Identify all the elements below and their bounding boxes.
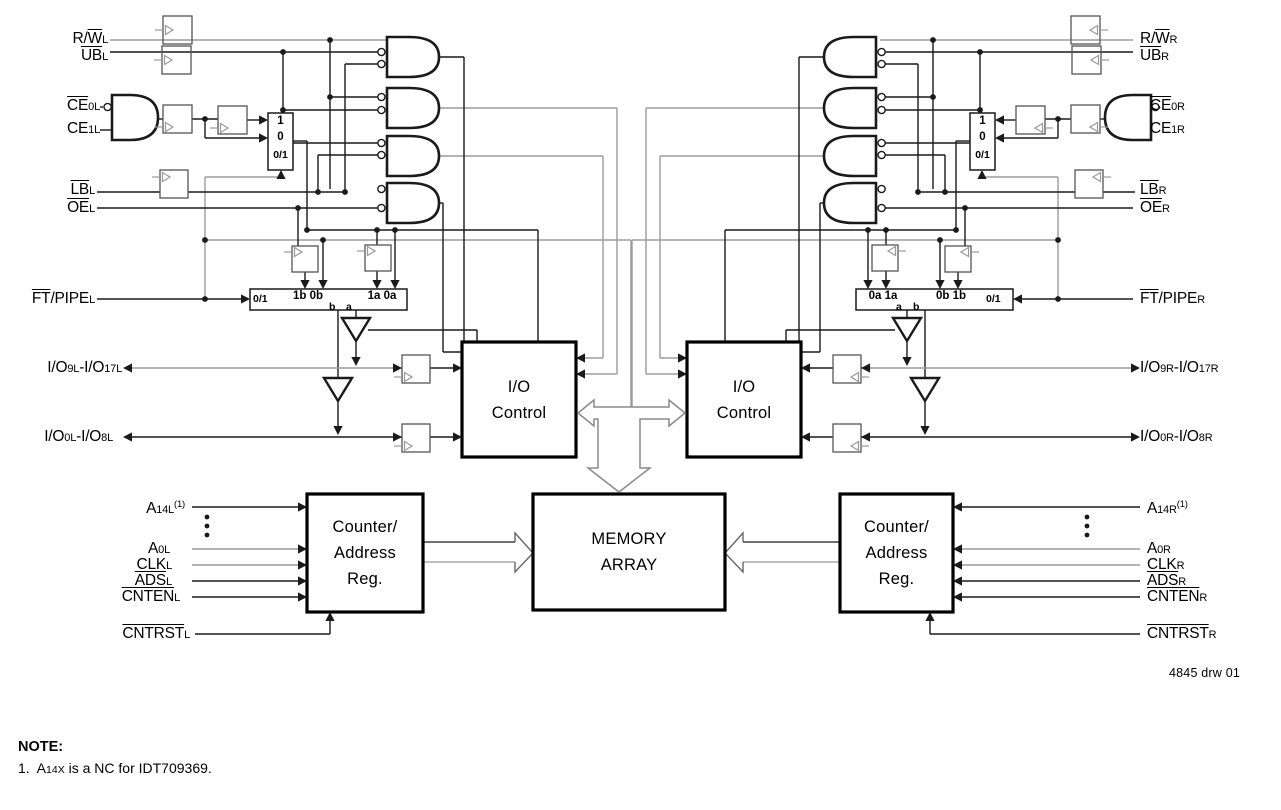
pin-a0-left: A0L xyxy=(148,540,170,557)
wire-layer xyxy=(97,39,1160,635)
pipe-mux-right-grp-b: 0b 1b xyxy=(935,290,967,302)
arrowhead-layer xyxy=(123,115,1140,621)
pipe-mux-left-grp-b: 1b 0b xyxy=(292,290,324,302)
pin-clk-right: CLKR xyxy=(1147,556,1185,573)
pin-clk-left: CLKL xyxy=(136,556,173,573)
pin-ftpipe-right: FT/PIPER xyxy=(1140,290,1205,307)
pin-ub-right: UBR xyxy=(1140,47,1169,64)
pin-io9-17-right: I/O9R-I/O17R xyxy=(1140,359,1219,376)
pin-ce0-left: CE0L xyxy=(67,97,100,114)
pin-a0-right: A0R xyxy=(1147,540,1171,557)
ce-mux-right-sel: 0/1 xyxy=(975,149,990,161)
pin-lb-left: LBL xyxy=(70,181,96,198)
pin-lb-right: LBR xyxy=(1140,181,1167,198)
pin-oe-right: OER xyxy=(1140,199,1170,216)
gate-and-register-layer xyxy=(103,15,1160,453)
pin-ads-right: ADSR xyxy=(1147,572,1187,589)
drawing-number: 4845 drw 01 xyxy=(1169,666,1240,680)
pin-cntrst-right: CNTRSTR xyxy=(1147,625,1217,642)
pipe-mux-left-tap-b: b xyxy=(329,301,336,313)
pin-ads-left: ADSL xyxy=(134,572,172,589)
ce-mux-left-sel: 0/1 xyxy=(273,149,288,161)
ce-mux-right-0: 0 xyxy=(979,131,986,143)
pipe-mux-right-tap-a: a xyxy=(896,301,902,313)
block-layer xyxy=(305,340,955,614)
pin-io0-8-left: I/O0L-I/O8L xyxy=(44,428,113,445)
note-item-1: 1. A14X is a NC for IDT709369. xyxy=(18,760,212,776)
junction-dot-layer xyxy=(202,37,1090,538)
pin-oe-left: OEL xyxy=(67,199,95,216)
note-title: NOTE: xyxy=(18,739,64,755)
pin-ce0-right: CE0R xyxy=(1150,97,1185,114)
pin-cnten-left: CNTENL xyxy=(121,588,181,605)
ce-mux-right-1: 1 xyxy=(979,115,986,127)
pipe-mux-right-sel: 0/1 xyxy=(986,293,1001,305)
pin-cntrst-left: CNTRSTL xyxy=(122,625,190,642)
pin-cnten-right: CNTENR xyxy=(1147,588,1208,605)
pin-ftpipe-left: FT/PIPEL xyxy=(31,290,95,307)
pin-a14-left: A14L(1) xyxy=(146,499,185,517)
pipe-mux-left-sel: 0/1 xyxy=(253,293,268,305)
pin-a14-right: A14R(1) xyxy=(1147,499,1188,517)
ce-mux-left-1: 1 xyxy=(277,115,284,127)
pin-ce1-left: CE1L xyxy=(67,120,100,137)
pipe-mux-left-grp-a: 1a 0a xyxy=(367,290,397,302)
pin-ub-left: UBL xyxy=(80,47,108,64)
pin-rw-left: R/WL xyxy=(72,30,109,47)
ce-mux-left-0: 0 xyxy=(277,131,284,143)
pipe-mux-left-tap-a: a xyxy=(346,301,352,313)
pin-io9-17-left: I/O9L-I/O17L xyxy=(47,359,122,376)
pin-rw-right: R/WR xyxy=(1140,30,1178,47)
pin-io0-8-right: I/O0R-I/O8R xyxy=(1140,428,1213,445)
pin-ce1-right: CE1R xyxy=(1150,120,1185,137)
pipe-mux-right-grp-a: 0a 1a xyxy=(868,290,898,302)
pipe-mux-right-tap-b: b xyxy=(913,301,920,313)
